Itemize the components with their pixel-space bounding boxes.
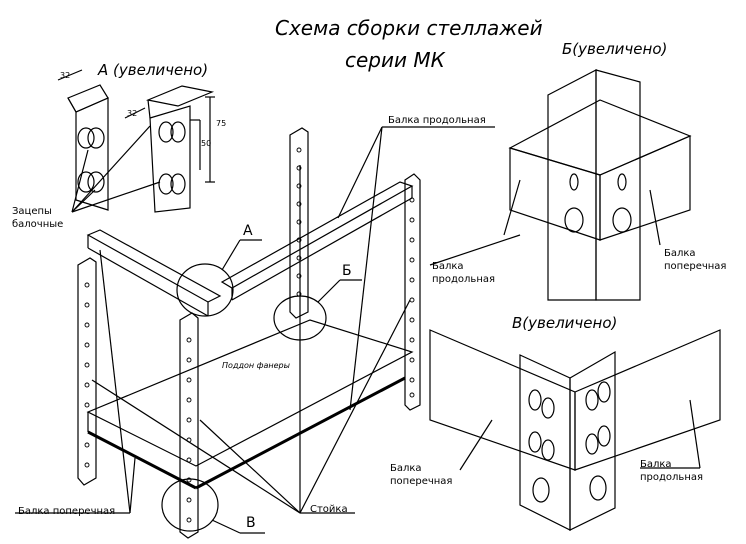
label-beam-cross-left: Балка поперечная [18,506,116,517]
title-line-2: серии МК [345,48,445,72]
dim-32-left: 32 [60,71,71,80]
label-hooks: Зацепы балочные [12,206,64,230]
title-line-1: Схема сборки стеллажей [275,16,543,40]
callout-b: Б [342,263,352,279]
dim-50: 50 [201,139,212,148]
label-plywood: Поддон фанеры [222,361,290,370]
detail-a-title: А (увеличено) [98,61,209,79]
label-beam-long-top: Балка продольная [388,115,486,126]
detail-a-drawing [57,69,215,213]
label-post: Стойка [310,504,348,515]
dim-75: 75 [216,119,227,128]
detail-b-drawing [429,69,692,301]
callout-a: А [243,223,253,239]
dim-32-right: 32 [127,109,138,118]
label-beam-long-v: Балка продольная [640,459,704,483]
detail-b-title: Б(увеличено) [562,40,668,58]
rack-drawing [15,126,495,539]
detail-v-drawing [429,329,721,531]
label-beam-long-b: Балка продольная [432,261,496,285]
label-beam-cross-v: Балка поперечная [390,463,453,487]
callout-v: В [246,515,256,531]
label-beam-cross-b: Балка поперечная [664,248,727,272]
detail-v-title: В(увеличено) [512,314,618,332]
